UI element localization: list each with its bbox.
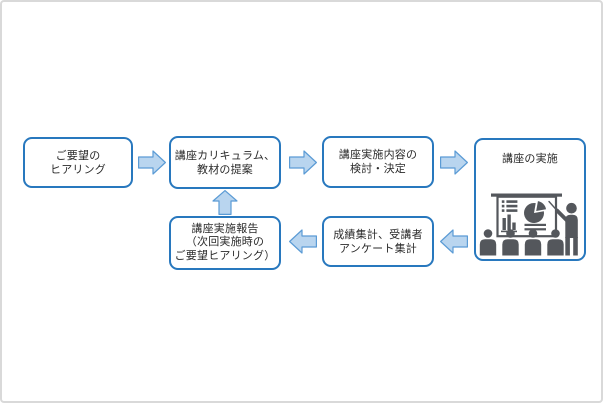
flow-box-curriculum-proposal: 講座カリキュラム、 教材の提案 [169, 136, 281, 189]
presentation-scene-icon [479, 193, 578, 256]
left-arrow-icon [440, 229, 468, 254]
box-label-line: 成績集計、受講者 [333, 228, 423, 241]
right-arrow-icon [138, 150, 166, 175]
pie-chart-icon [524, 201, 547, 231]
box-label-line: （次回実施時の [185, 236, 265, 249]
left-arrow-icon [289, 229, 317, 254]
right-arrow-icon [289, 150, 317, 175]
bullet-list-icon [501, 200, 518, 212]
flow-box-implementation-report: 講座実施報告 （次回実施時の ご要望ヒアリング） [169, 216, 281, 270]
box-label-line: ご要望ヒアリング） [174, 249, 276, 262]
box-label-line: 講座実施内容の [338, 149, 418, 161]
box-label-line: 教材の提案 [197, 163, 253, 176]
presenter-icon [548, 200, 578, 256]
up-arrow-icon [212, 190, 238, 215]
box-label-line: アンケート集計 [339, 242, 417, 255]
audience-icons [479, 229, 564, 256]
box-label-line: 検討・決定 [350, 163, 406, 175]
box-label-line: 講座の実施 [502, 153, 558, 165]
box-label-line: 講座実施報告 [191, 222, 259, 235]
flow-box-request-hearing: ご要望の ヒアリング [23, 137, 133, 188]
box-label-line: ご要望の [55, 149, 101, 162]
box-label-line: ヒアリング [50, 163, 106, 176]
box-label-line: 講座カリキュラム、 [174, 149, 276, 162]
right-arrow-icon [440, 150, 468, 175]
flow-box-results-survey-tally: 成績集計、受講者 アンケート集計 [322, 216, 434, 267]
flow-box-course-implementation: 講座の実施 [474, 138, 586, 261]
flow-box-implementation-review: 講座実施内容の 検討・決定 [322, 136, 434, 188]
